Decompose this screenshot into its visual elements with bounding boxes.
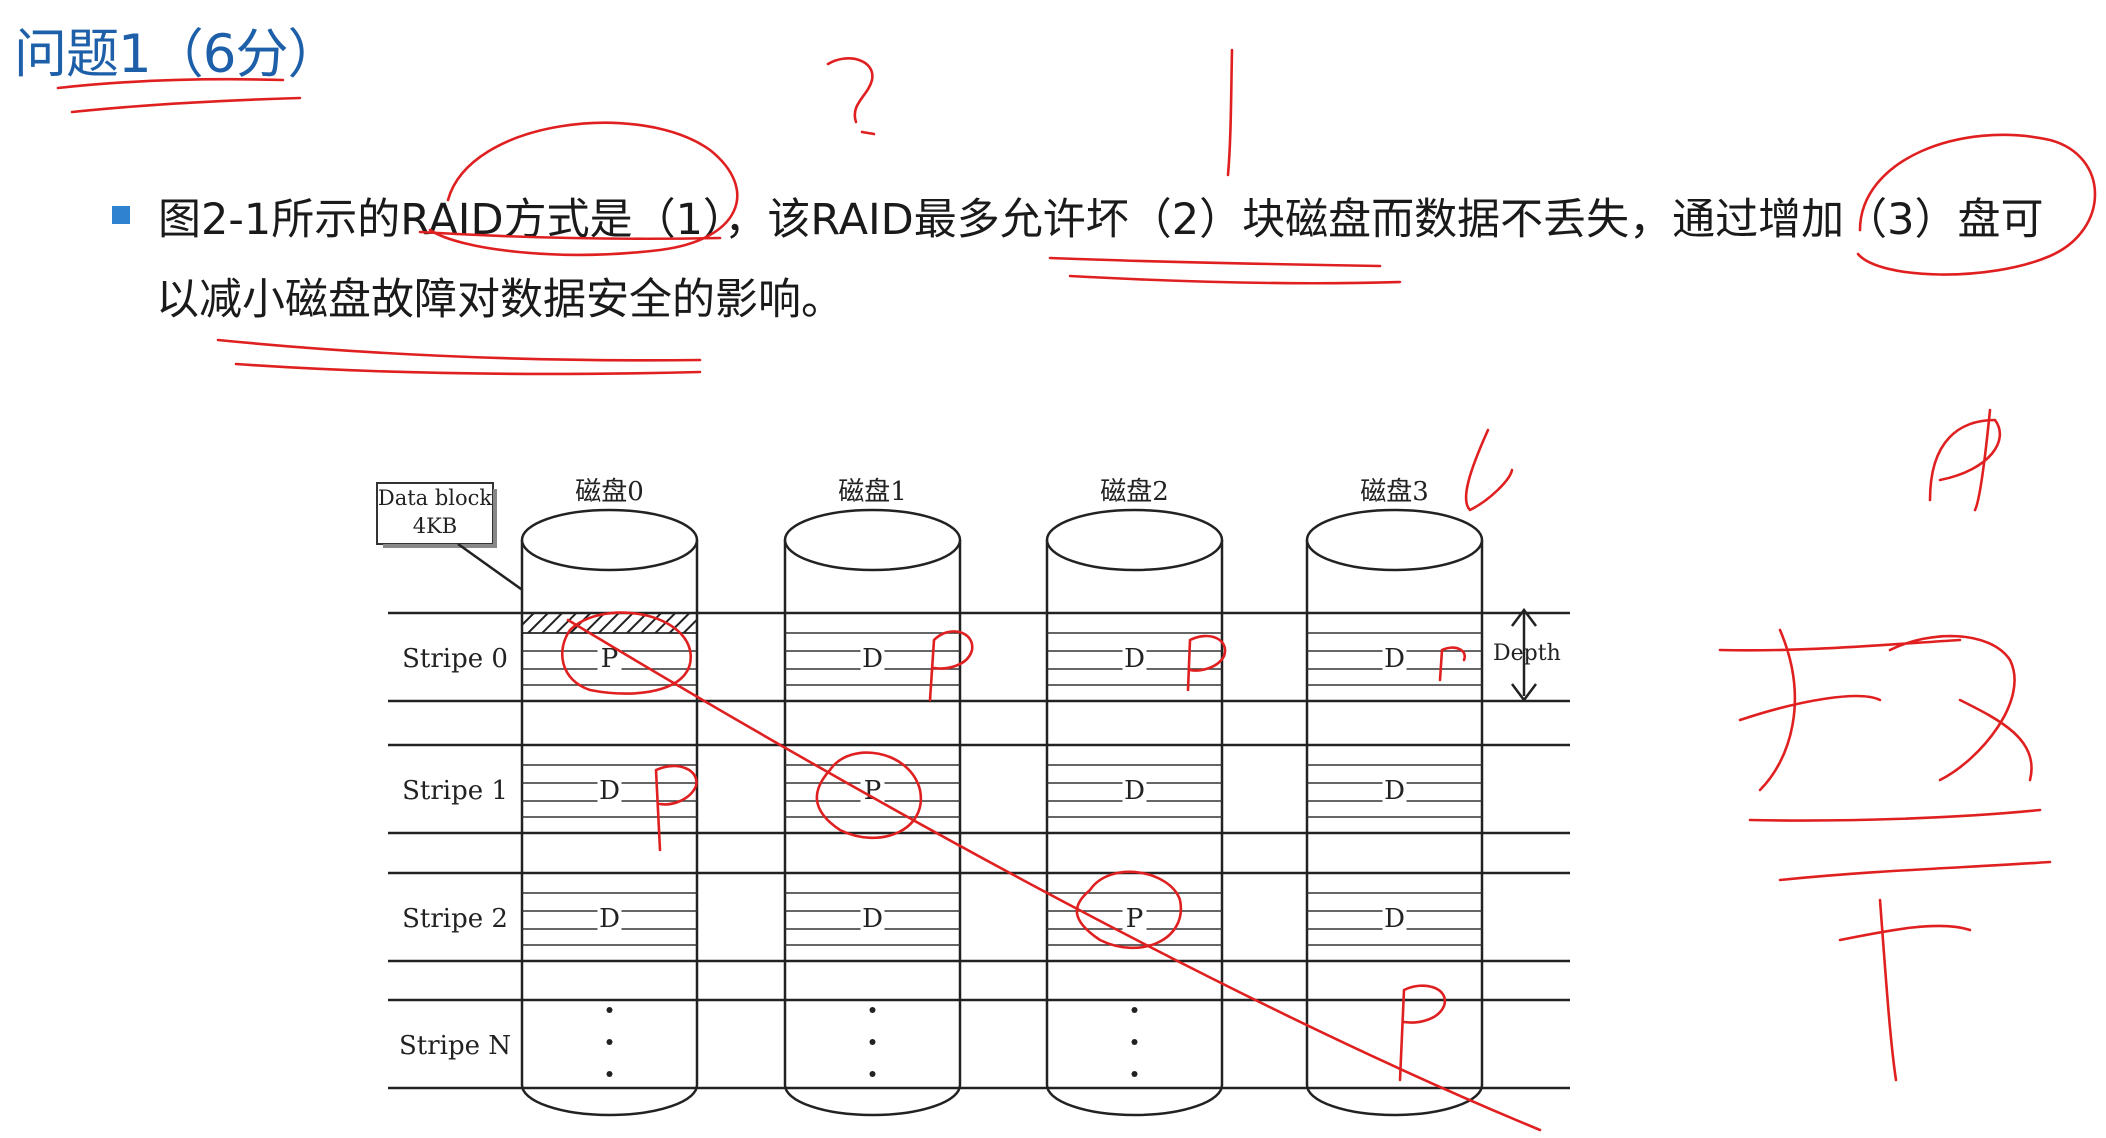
depth-indicator: Depth [1493,607,1561,703]
disk-body-2 [1047,540,1222,1085]
data-block-box-shadow-bottom [383,544,497,548]
stripe-labels: Stripe 0 Stripe 1 Stripe 2 Stripe N [399,644,511,1061]
disk-label-1: 磁盘1 [838,477,907,507]
stripe-0-cell-0: P [601,644,619,674]
callout-line-1: Data block [378,486,493,510]
disk-top-2 [1045,508,1224,572]
depth-label: Depth [1493,641,1561,666]
stripe-2-cell-0: D [599,904,620,934]
stripe-0-cell-2: D [1124,644,1145,674]
stripe-1-cell-3: D [1384,776,1405,806]
stripe-label-2: Stripe 2 [402,904,508,934]
stripe-label-0: Stripe 0 [402,644,508,674]
data-block-box [376,482,494,545]
stripe-3-disk-1-dot-0 [869,1007,876,1013]
stripe-2-cell-2: P [1126,904,1144,934]
stripe-3-disk-0-dot-2 [606,1071,613,1077]
disk-bottom-3 [1305,1084,1484,1117]
stripe-1-cell-0: D [599,776,620,806]
question-line-2: 以减小磁盘故障对数据安全的影响。 [156,275,844,325]
stripe-2-cell-3: D [1384,904,1405,934]
disk-body-1 [785,540,960,1085]
stripe-3-disk-2-dot-0 [1131,1007,1138,1013]
stripe-3-disk-0-dot-0 [606,1007,613,1013]
disk-bottom-0 [520,1084,699,1117]
stripe-3-disk-1-dot-1 [869,1039,876,1045]
question-title: 问题1（6分） [14,24,340,85]
stripe-0-cell-3: D [1384,644,1405,674]
stripe-label-3: Stripe N [399,1031,511,1061]
disk-bottom-2 [1045,1084,1224,1117]
stripe-3-disk-2-dot-1 [1131,1039,1138,1045]
stripe-1-cell-2: D [1124,776,1145,806]
bullet-square-icon [112,206,130,224]
disk-columns: 磁盘0 磁盘1 磁盘2 磁盘3 [520,477,1484,1117]
disk-top-3 [1305,508,1484,572]
callout-line-2: 4KB [413,514,457,538]
stripe-1-cell-1: P [864,776,882,806]
disk-label-2: 磁盘2 [1100,477,1169,507]
disk-body-3 [1307,540,1482,1085]
data-block-box-shadow [493,489,497,548]
stripe-3-disk-2-dot-2 [1131,1071,1138,1077]
stripe-3-disk-1-dot-2 [869,1071,876,1077]
stripe-label-1: Stripe 1 [402,776,508,806]
data-block-callout: Data block 4KB [376,482,571,626]
disk-top-1 [783,508,962,572]
disk-top-0 [520,508,699,572]
stripe-0-cell-1: D [862,644,883,674]
stripe-2-cell-1: D [862,904,883,934]
hatched-data-block [521,612,698,634]
stripe-3-disk-0-dot-1 [606,1039,613,1045]
disk-label-3: 磁盘3 [1360,477,1429,507]
disk-label-0: 磁盘0 [575,477,644,507]
disk-bottom-1 [783,1084,962,1117]
